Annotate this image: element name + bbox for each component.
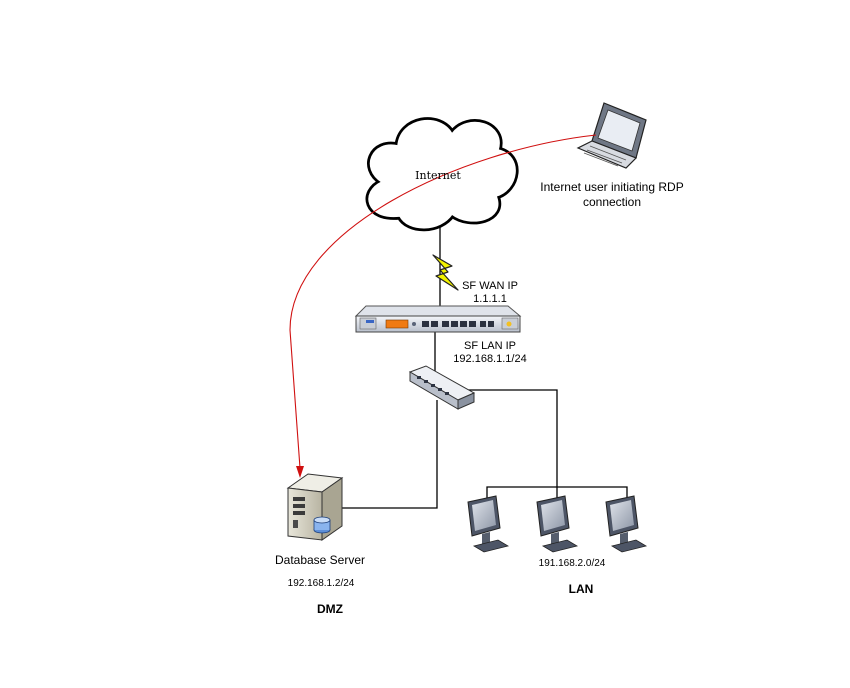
database-server-label: Database Server	[274, 553, 366, 567]
firewall-appliance-icon	[354, 305, 522, 333]
laptop-label-line2: connection	[582, 195, 642, 209]
lan-monitor-icon	[536, 495, 579, 553]
rdp-connection-arrow	[289, 134, 597, 478]
database-server-icon	[286, 473, 344, 541]
network-links	[342, 220, 628, 509]
firewall-lan-label: SF LAN IP 192.168.1.1/24	[453, 340, 526, 366]
lightning-bolt-icon	[432, 254, 459, 291]
lan-title: SF LAN IP	[464, 340, 516, 352]
firewall-wan-label: SF WAN IP 1.1.1.1	[462, 280, 518, 306]
wan-title: SF WAN IP	[462, 280, 518, 292]
lan-subnet-label: 191.168.2.0/24	[538, 558, 606, 569]
laptop-icon	[576, 102, 647, 169]
lan-monitor-icon	[605, 495, 648, 553]
lan-zone-label: LAN	[568, 582, 594, 596]
wan-ip: 1.1.1.1	[473, 293, 507, 305]
switch-to-lan-link	[460, 389, 558, 487]
internet-cloud-icon	[365, 117, 519, 232]
lan-monitor-icon	[467, 495, 510, 553]
internet-cloud-label: Internet	[415, 169, 461, 182]
database-server-ip: 192.168.1.2/24	[287, 578, 355, 589]
switch-to-server-link	[342, 400, 438, 509]
lan-ip: 192.168.1.1/24	[453, 353, 527, 365]
laptop-label: Internet user initiating RDP connection	[540, 180, 683, 210]
laptop-label-line1: Internet user initiating RDP	[540, 180, 684, 194]
network-switch-icon	[408, 365, 476, 410]
dmz-zone-label: DMZ	[317, 602, 343, 616]
